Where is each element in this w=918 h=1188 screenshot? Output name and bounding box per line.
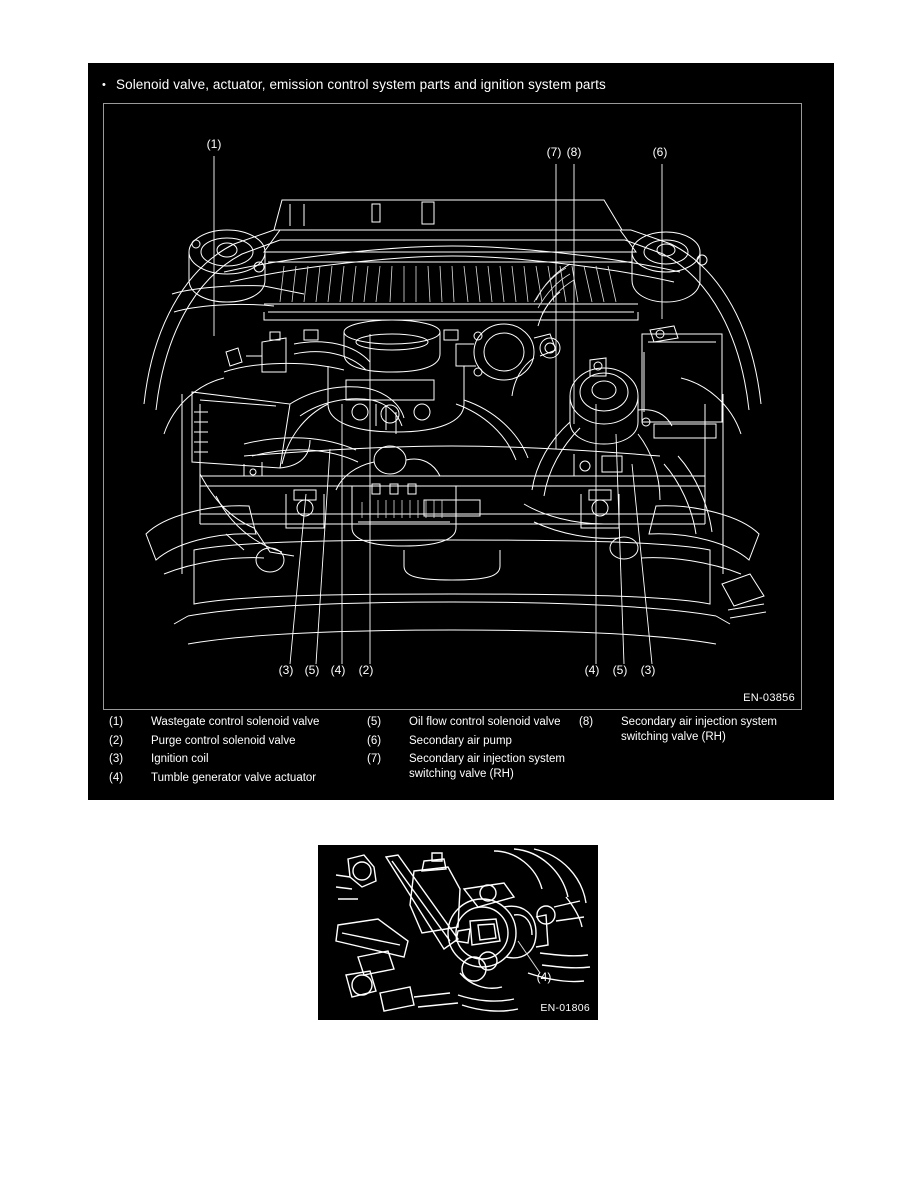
legend-entry-number: (2) <box>109 734 124 747</box>
legend-entry: (5) Oil flow control solenoid valve <box>361 715 573 730</box>
left-engine-bay-parts <box>171 229 405 573</box>
detail-callout-number: (4) <box>537 970 552 984</box>
main-figure-frame: .ln { fill:none; stroke:#ffffff; stroke-… <box>103 103 802 710</box>
callout-number-labels: (1) (7) (8) (6) (3) (5) (4) (2) (4) (5) (3) <box>207 137 668 677</box>
legend-entry-number: (1) <box>109 716 124 728</box>
legend-entry: (1) Wastegate control solenoid valve <box>103 715 361 730</box>
tumble-generator-valve-detail-diagram: .d { fill:none; stroke:#ffffff; stroke-w… <box>318 845 598 1020</box>
legend-column-1: (1) Wastegate control solenoid valve (2) Pu… <box>103 715 361 789</box>
main-figure-code: EN-03856 <box>743 692 795 704</box>
callout-number: (7) <box>547 145 562 159</box>
legend-entry-label: Wastegate control solenoid valve <box>151 716 320 728</box>
section-heading: • Solenoid valve, actuator, emission cont… <box>102 77 802 92</box>
callout-number: (5) <box>613 663 628 677</box>
legend-entry-number: (5) <box>367 716 382 728</box>
section-heading-text: Solenoid valve, actuator, emission contr… <box>116 77 606 92</box>
vehicle-body-outline <box>143 229 767 645</box>
legend-entry-label: Ignition coil <box>151 753 209 765</box>
engine-compartment-diagram: .ln { fill:none; stroke:#ffffff; stroke-… <box>104 104 801 709</box>
callout-number: (3) <box>641 663 656 677</box>
legend-entry: (7) Secondary air injection system switch… <box>361 752 573 782</box>
detail-linework <box>335 848 591 1012</box>
legend-entry-number: (6) <box>367 734 382 747</box>
callout-number: (4) <box>331 663 346 677</box>
callout-number: (6) <box>653 145 668 159</box>
callout-number: (8) <box>567 145 582 159</box>
callout-number: (5) <box>305 663 320 677</box>
legend-entry-label: Oil flow control solenoid valve <box>409 716 561 728</box>
legend-entry-label: Secondary air pump <box>409 734 512 747</box>
legend-entry-number: (4) <box>109 771 124 784</box>
legend: (1) Wastegate control solenoid valve (2) Pu… <box>103 715 819 787</box>
detail-callout-leader <box>517 940 541 974</box>
legend-entry-number: (3) <box>109 753 124 765</box>
legend-entry: (8) Secondary air injection system switch… <box>573 715 819 745</box>
bullet-icon: • <box>102 79 106 91</box>
callout-leader-lines <box>213 156 663 665</box>
legend-column-2: (5) Oil flow control solenoid valve (6) Sec… <box>361 715 573 786</box>
detail-figure-code: EN-01806 <box>540 1002 590 1014</box>
right-engine-bay-parts <box>511 231 723 560</box>
center-engine-parts <box>263 199 639 547</box>
legend-entry: (4) Tumble generator valve actuator <box>103 771 361 786</box>
legend-entry: (2) Purge control solenoid valve <box>103 734 361 749</box>
legend-entry: (6) Secondary air pump <box>361 734 573 749</box>
callout-number: (4) <box>585 663 600 677</box>
callout-number: (3) <box>279 663 294 677</box>
legend-entry-label: Purge control solenoid valve <box>151 734 296 747</box>
legend-entry-label: Secondary air injection system switching… <box>409 753 565 780</box>
detail-figure-panel: .d { fill:none; stroke:#ffffff; stroke-w… <box>318 845 598 1020</box>
detail-callout-number: (4) <box>537 970 552 984</box>
callout-number: (2) <box>359 663 374 677</box>
legend-entry-number: (7) <box>367 753 382 765</box>
legend-entry-label: Secondary air injection system switching… <box>621 716 777 743</box>
main-figure-panel: • Solenoid valve, actuator, emission cont… <box>88 63 834 800</box>
legend-entry-number: (8) <box>579 716 594 728</box>
callout-number: (1) <box>207 137 222 151</box>
legend-entry-label: Tumble generator valve actuator <box>151 771 317 784</box>
legend-column-3: (8) Secondary air injection system switch… <box>573 715 819 749</box>
legend-entry: (3) Ignition coil <box>103 752 361 767</box>
